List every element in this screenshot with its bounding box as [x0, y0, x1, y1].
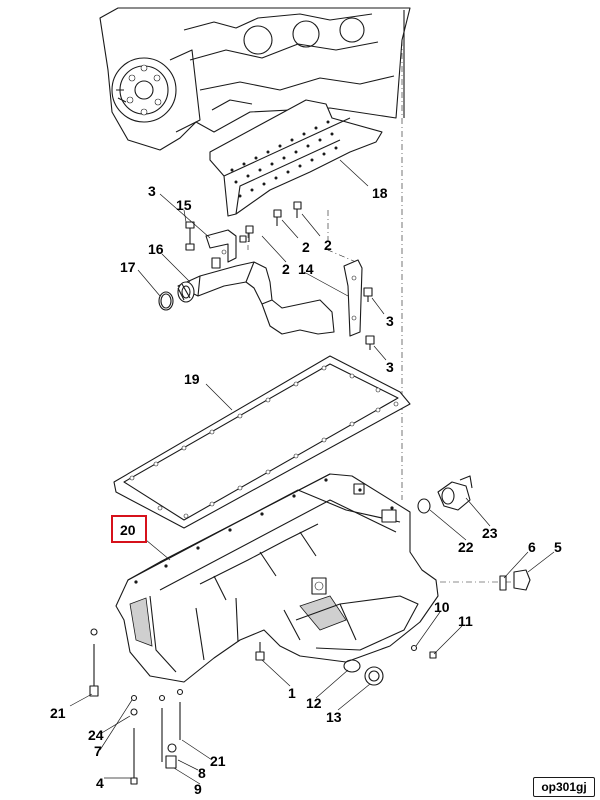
bolt — [185, 221, 195, 251]
baffle-plate — [209, 99, 383, 217]
callout-1: 1 — [288, 685, 296, 701]
callout-17: 17 — [120, 259, 136, 275]
stud-bolt — [176, 688, 184, 740]
callout-3: 3 — [386, 359, 394, 375]
callout-24: 24 — [88, 727, 104, 743]
callout-3: 3 — [386, 313, 394, 329]
callout-21: 21 — [210, 753, 226, 769]
callout-3: 3 — [148, 183, 156, 199]
bolt — [429, 651, 437, 659]
callout-19: 19 — [184, 371, 200, 387]
callout-13: 13 — [326, 709, 342, 725]
highlighted-callout-box — [111, 515, 147, 543]
bolt — [239, 235, 247, 243]
sealing-washer — [417, 498, 431, 514]
o-ring — [158, 291, 174, 311]
bolt — [255, 642, 265, 661]
drain-plug — [364, 666, 384, 686]
callout-15: 15 — [176, 197, 192, 213]
callout-10: 10 — [434, 599, 450, 615]
oil-pan-gasket — [113, 355, 411, 529]
callout-12: 12 — [306, 695, 322, 711]
stud-bolt — [158, 694, 177, 769]
callout-7: 7 — [94, 743, 102, 759]
oil-fitting — [437, 475, 473, 511]
bolt — [293, 201, 302, 218]
callout-11: 11 — [458, 613, 473, 629]
leader-lines — [69, 159, 555, 785]
callout-20: 20 — [120, 522, 136, 538]
bolt — [363, 287, 373, 302]
callout-6: 6 — [528, 539, 536, 555]
o-ring — [160, 293, 172, 309]
callout-2: 2 — [302, 239, 310, 255]
callout-4: 4 — [96, 775, 104, 791]
callout-labels: 18 3 15 2 2 16 17 2 14 3 3 19 20 22 23 6… — [50, 183, 562, 797]
callout-2: 2 — [282, 261, 290, 277]
callout-18: 18 — [372, 185, 388, 201]
alignment-line — [327, 210, 357, 263]
support-bracket — [343, 259, 363, 337]
oil-pan — [115, 473, 439, 683]
dipstick-fitting — [499, 569, 531, 591]
callout-21: 21 — [50, 705, 66, 721]
bolt — [273, 209, 282, 226]
bracket — [205, 229, 237, 263]
callout-2: 2 — [324, 237, 332, 253]
callout-16: 16 — [148, 241, 164, 257]
callout-23: 23 — [482, 525, 498, 541]
reference-code-label: op301gj — [533, 777, 595, 797]
callout-8: 8 — [198, 765, 206, 781]
oil-pickup-tube — [177, 257, 335, 335]
drain-washer — [343, 659, 361, 673]
engine-block — [99, 7, 411, 151]
callout-14: 14 — [298, 261, 314, 277]
stud-bolt — [130, 694, 138, 785]
bolt — [365, 335, 375, 350]
callout-5: 5 — [554, 539, 562, 555]
callout-22: 22 — [458, 539, 474, 555]
washer — [410, 644, 418, 652]
callout-9: 9 — [194, 781, 202, 797]
stud-bolt — [89, 628, 99, 697]
bolt — [245, 225, 254, 242]
